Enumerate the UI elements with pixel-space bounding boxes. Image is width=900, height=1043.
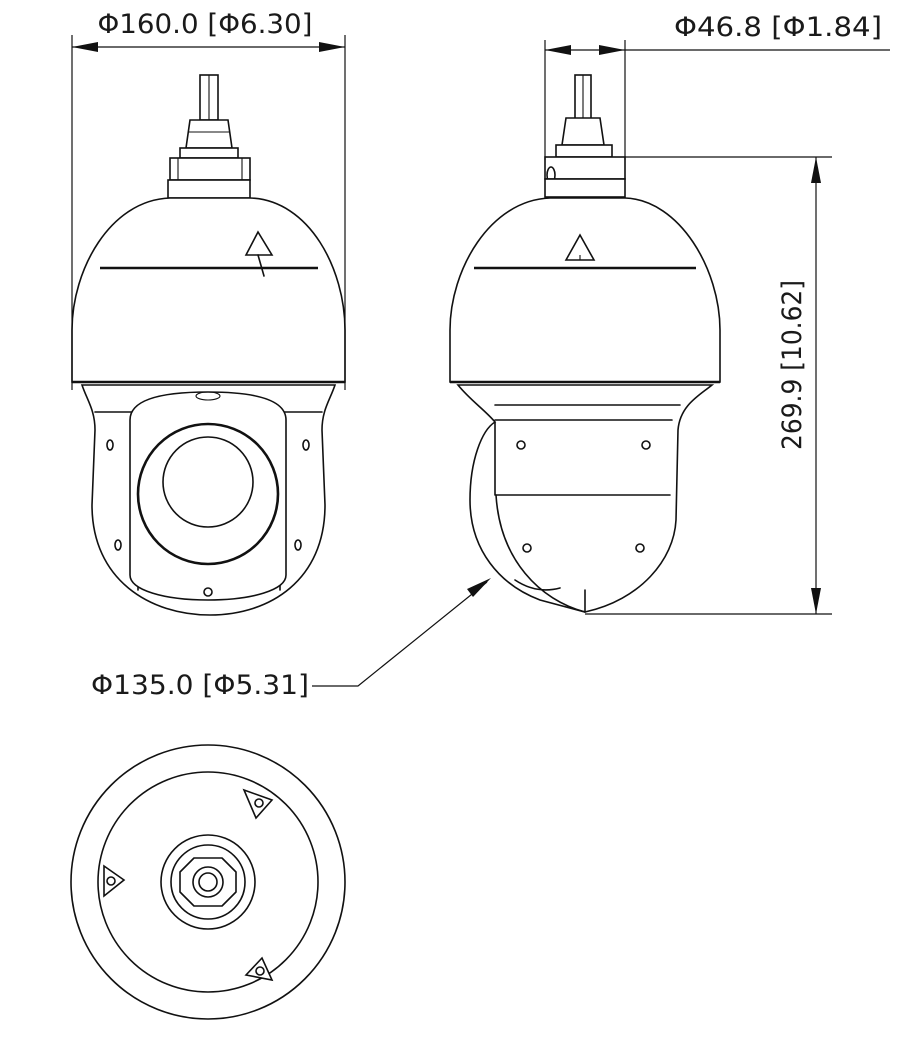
dim-overall-width: Φ160.0 [Φ6.30]	[71, 9, 346, 390]
side-mount-base	[544, 178, 626, 198]
neck-width-label: Φ46.8 [Φ1.84]	[674, 12, 882, 43]
front-mount-base	[167, 179, 251, 199]
front-lens-ring	[136, 422, 280, 566]
bottom-outer-ring	[70, 744, 346, 1020]
front-lens-housing	[129, 391, 287, 601]
body-diameter-label: Φ135.0 [Φ5.31]	[91, 670, 309, 701]
front-lens-glass	[162, 436, 254, 528]
front-dome	[71, 197, 346, 383]
dim-overall-height: 269.9 [10.62]	[585, 156, 832, 615]
bottom-inner-ring	[97, 771, 319, 993]
front-cable-gland	[185, 119, 233, 149]
overall-width-label: Φ160.0 [Φ6.30]	[98, 9, 313, 40]
side-view	[449, 74, 721, 613]
bottom-view	[70, 744, 346, 1020]
dim-body-diameter: Φ135.0 [Φ5.31]	[91, 578, 491, 701]
side-cable-gland	[561, 117, 605, 146]
dim-neck-width: Φ46.8 [Φ1.84]	[544, 12, 890, 160]
side-dome	[449, 197, 721, 383]
overall-height-label: 269.9 [10.62]	[777, 280, 808, 450]
front-view	[71, 74, 346, 616]
